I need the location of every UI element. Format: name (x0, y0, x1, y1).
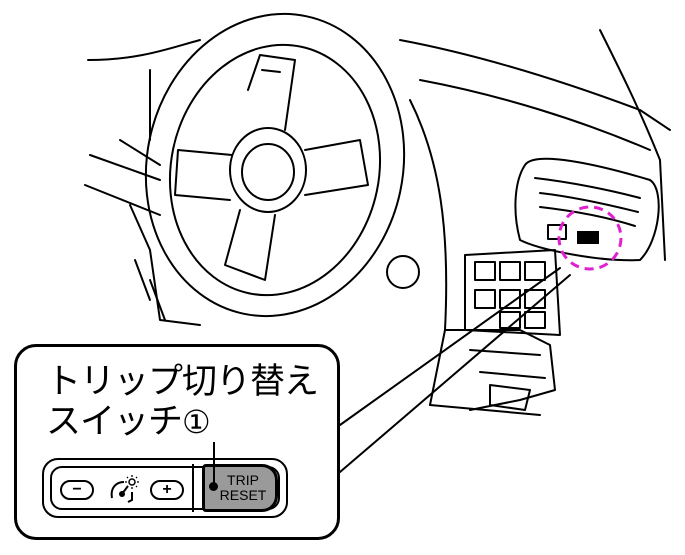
leader-dot (209, 482, 218, 491)
leader-line (213, 442, 215, 486)
item-number: ① (182, 403, 211, 441)
callout-title: トリップ切り替え スイッチ① (46, 362, 319, 442)
title-line-1: トリップ切り替え (46, 362, 319, 402)
illumination-icon (110, 475, 139, 503)
divider (192, 464, 194, 512)
trip-switch-panel: − + TRIP RESET (42, 442, 288, 518)
minus-button[interactable]: − (60, 480, 94, 500)
plus-button[interactable]: + (150, 480, 184, 500)
reset-label: RESET (219, 487, 267, 503)
trip-label: TRIP (227, 472, 259, 488)
highlight-circle (557, 205, 623, 271)
title-line-2: スイッチ (46, 402, 183, 442)
